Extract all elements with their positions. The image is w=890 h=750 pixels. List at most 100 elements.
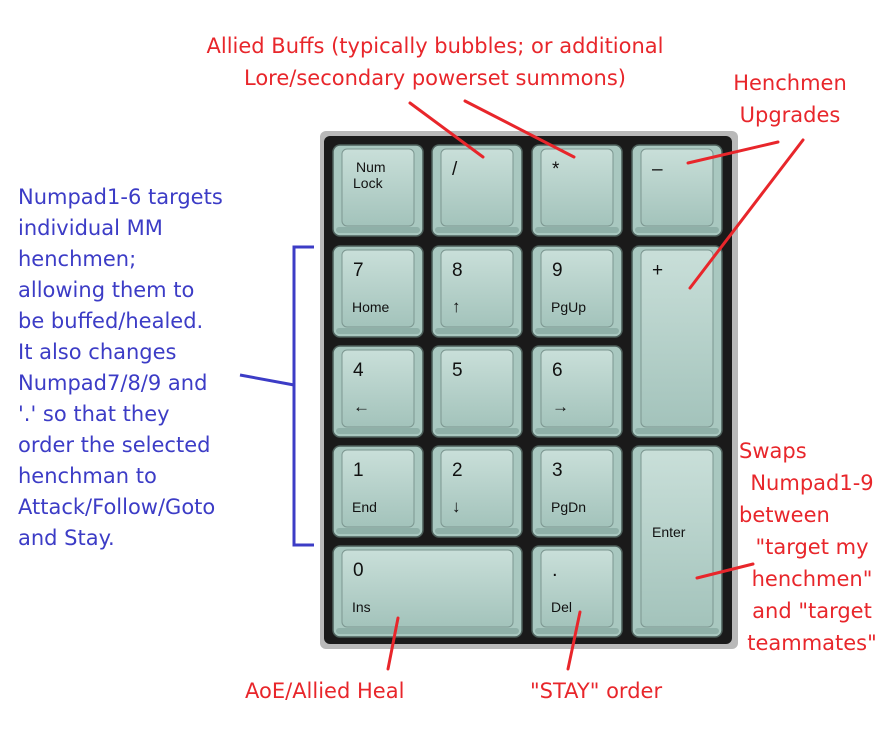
- key-bottom-edge: [336, 528, 420, 534]
- bracket-henchmen-keys: [239, 245, 314, 547]
- label-line: It also changes: [18, 340, 177, 364]
- key-bottom-edge: [635, 227, 719, 233]
- key-label-sub: PgDn: [551, 499, 586, 515]
- key-face: [640, 449, 714, 628]
- key-label-main: 0: [353, 560, 364, 581]
- key-bottom-edge: [336, 428, 420, 434]
- key-label-main: 3: [552, 460, 563, 481]
- key-label-arrow: →: [552, 397, 569, 416]
- key-bottom-edge: [535, 428, 619, 434]
- keypad-frame: [324, 136, 732, 644]
- key-label-main: 2: [452, 460, 463, 481]
- key-label-sub: End: [352, 499, 377, 515]
- key-face: [440, 349, 514, 428]
- key-k4[interactable]: 4←: [332, 345, 424, 438]
- key-bottom-edge: [635, 628, 719, 634]
- label-line: teammates": [747, 631, 877, 655]
- key-label-main: 7: [353, 260, 364, 281]
- key-face: [540, 349, 614, 428]
- key-dot[interactable]: . Del: [531, 545, 623, 638]
- pointer-hench-plus: [688, 138, 805, 290]
- key-divide[interactable]: /: [431, 144, 523, 237]
- pointer-allied-multiply: [463, 99, 576, 159]
- key-label-main: 6: [552, 360, 563, 381]
- label-stay-order: "STAY" order: [530, 679, 663, 703]
- key-label-main: 8: [452, 260, 463, 281]
- label-line: Henchmen: [733, 71, 847, 95]
- label-line: between: [739, 503, 830, 527]
- key-face: [440, 148, 514, 227]
- label-line: Numpad1-9: [750, 471, 874, 495]
- label-line: Lore/secondary powerset summons): [244, 66, 626, 90]
- key-k5[interactable]: 5: [431, 345, 523, 438]
- key-bottom-edge: [435, 328, 519, 334]
- key-label-main: –: [652, 159, 663, 180]
- pointer-hench-minus: [686, 140, 780, 165]
- pointer-lines: [386, 99, 805, 671]
- label-line: henchman to: [18, 464, 157, 488]
- label-line: and "target: [752, 599, 872, 623]
- key-label-main: +: [652, 260, 663, 281]
- label-aoe-heal: AoE/Allied Heal: [245, 679, 405, 703]
- key-bottom-edge: [435, 528, 519, 534]
- key-label-sub: Del: [551, 599, 572, 615]
- pointer-swaps-enter: [695, 562, 755, 580]
- key-label-arrow: ↑: [452, 297, 461, 316]
- label-line: be buffed/healed.: [18, 309, 204, 333]
- key-bottom-edge: [336, 328, 420, 334]
- key-label-arrow: ↓: [452, 497, 461, 516]
- key-face: [341, 549, 514, 628]
- key-label-main: 9: [552, 260, 563, 281]
- key-face: [341, 349, 415, 428]
- key-k2[interactable]: 2↓: [431, 445, 523, 538]
- key-bottom-edge: [535, 227, 619, 233]
- key-minus[interactable]: –: [631, 144, 723, 237]
- key-face: [341, 148, 415, 227]
- key-bottom-edge: [336, 628, 519, 634]
- label-line: Numpad1-6 targets: [18, 185, 223, 209]
- key-bottom-edge: [535, 528, 619, 534]
- label-line: "target my: [755, 535, 869, 559]
- key-face: [540, 449, 614, 528]
- label-line: order the selected: [18, 433, 211, 457]
- key-label-line2: Lock: [353, 175, 384, 191]
- key-label-main: /: [452, 159, 458, 180]
- key-label-sub: Home: [352, 299, 390, 315]
- label-line: Numpad7/8/9 and: [18, 371, 208, 395]
- key-enter[interactable]: Enter: [631, 445, 723, 638]
- key-label-main: 1: [353, 460, 364, 481]
- key-label-main: Enter: [652, 524, 686, 540]
- label-line: individual MM: [18, 216, 163, 240]
- key-label-main: 5: [452, 360, 463, 381]
- pointer-aoe-zero: [386, 616, 400, 671]
- key-face: [640, 249, 714, 428]
- key-bottom-edge: [435, 428, 519, 434]
- key-face: [440, 449, 514, 528]
- key-k6[interactable]: 6→: [531, 345, 623, 438]
- label-line: henchmen;: [18, 247, 137, 271]
- key-face: [540, 148, 614, 227]
- label-line: and Stay.: [18, 526, 115, 550]
- label-swaps: Swaps Numpad1-9 between "target my hench…: [737, 435, 887, 659]
- key-label-main: .: [552, 559, 558, 581]
- key-label-sub: PgUp: [551, 299, 586, 315]
- label-line: Allied Buffs (typically bubbles; or addi…: [206, 34, 664, 58]
- key-label-line1: Num: [356, 159, 386, 175]
- key-k8[interactable]: 8↑: [431, 245, 523, 338]
- key-face: [640, 148, 714, 227]
- key-multiply[interactable]: *: [531, 144, 623, 237]
- key-label-main: *: [552, 159, 560, 180]
- key-plus[interactable]: +: [631, 245, 723, 438]
- key-label-sub: Ins: [352, 599, 371, 615]
- key-label-arrow: ←: [353, 397, 370, 416]
- label-numpad-targets: Numpad1-6 targets individual MM henchmen…: [18, 182, 278, 554]
- label-line: Upgrades: [739, 103, 841, 127]
- key-face: [341, 249, 415, 328]
- key-bottom-edge: [635, 428, 719, 434]
